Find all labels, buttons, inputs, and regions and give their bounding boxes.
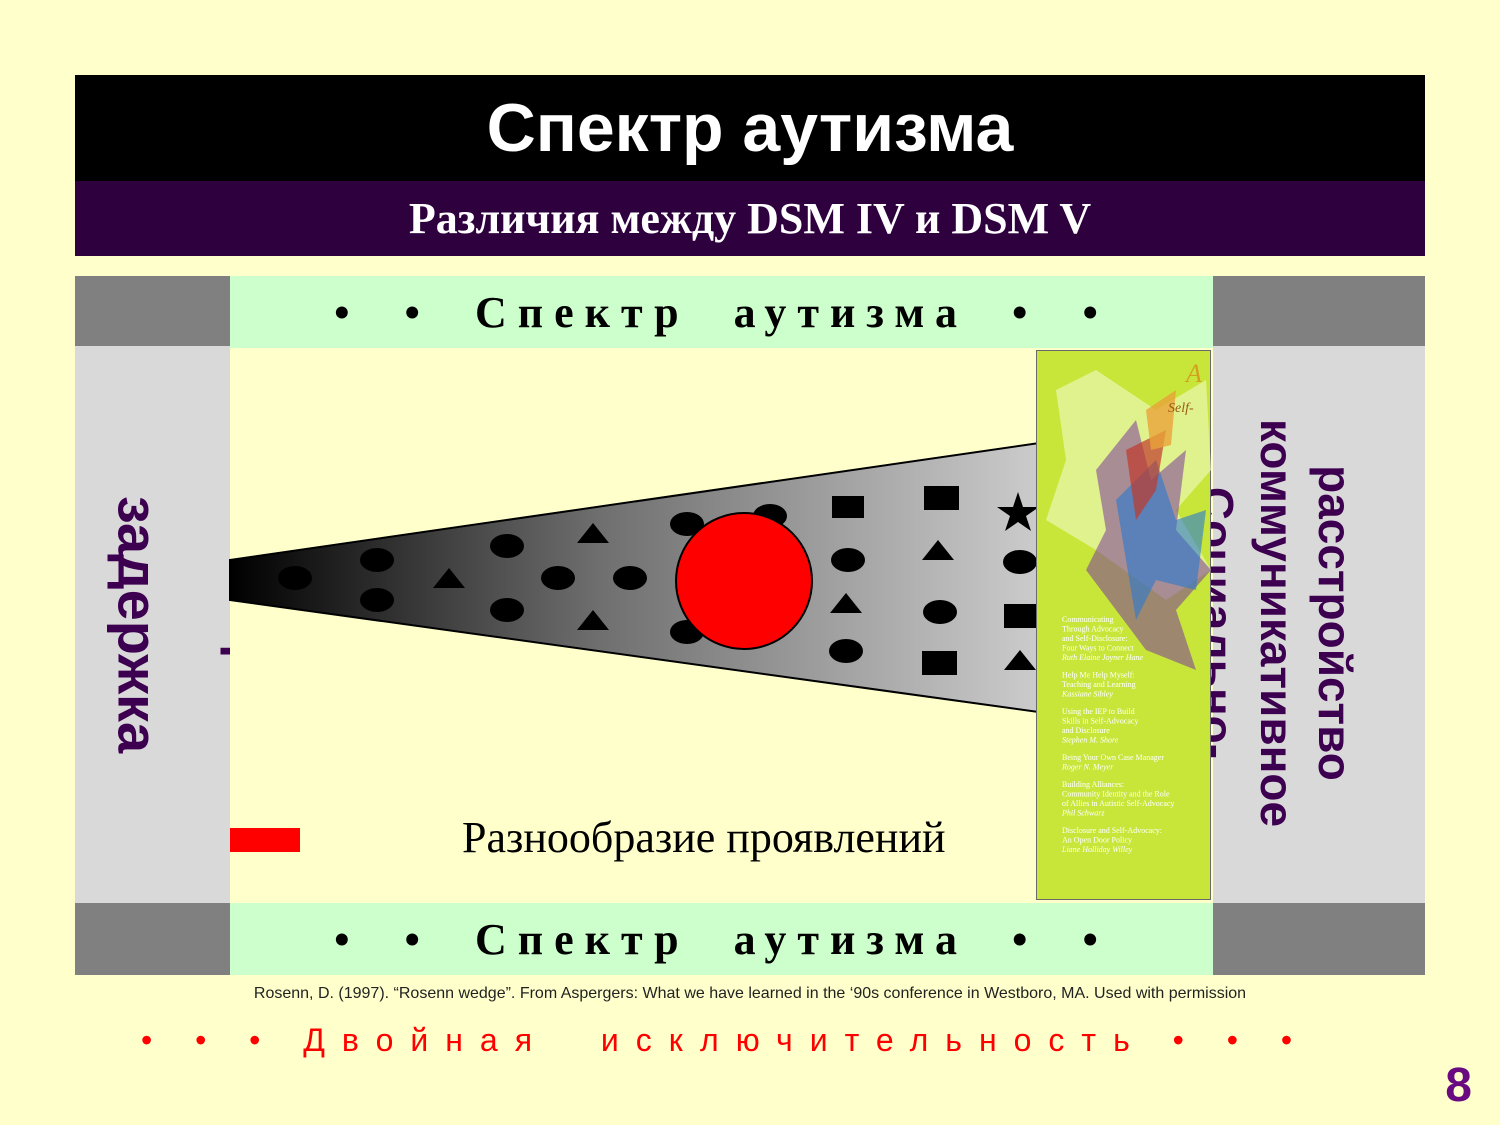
ellipse-mark [490,534,524,558]
book-art-orange [1146,390,1176,450]
book-contents-line: and Disclosure [1062,726,1110,735]
book-contents-line: and Self-Disclosure: [1062,634,1128,643]
ellipse-mark [541,566,575,590]
triangle-mark [830,593,862,613]
book-contents-line: Help Me Help Myself: [1062,671,1135,680]
ellipse-mark [278,566,312,590]
book-contents-line: Teaching and Learning [1062,680,1136,689]
ellipse-mark [670,512,704,536]
red-dash-marker [230,828,300,852]
band-bottom-label: • • Спектр аутизма • • [334,914,1109,964]
page-number: 8 [1445,1059,1472,1112]
triangle-mark [433,568,465,588]
corner-top-right [1213,276,1425,346]
corner-bottom-left [75,903,230,975]
triangle-mark [577,610,609,630]
book-contents-line: Roger N. Meyer [1061,763,1114,772]
book-contents-line: Being Your Own Case Manager [1062,753,1164,762]
square-mark [922,651,957,675]
title-bar: Спектр аутизма [75,75,1425,181]
book-contents-line: Liane Holliday Willey [1061,845,1133,854]
book-contents-line: Ruth Elaine Joyner Hane [1061,653,1144,662]
right-side-panel: расстройство коммуникативное Социально- [1191,346,1425,903]
book-contents-line: An Open Door Policy [1062,836,1132,845]
ellipse-mark [831,548,865,572]
square-mark [832,496,864,518]
book-contents-line: Community Identity and the Role [1062,790,1170,799]
ellipse-mark [923,600,957,624]
slide-subtitle: Различия между DSM IV и DSM V [408,194,1092,243]
book-contents-line: Disclosure and Self-Advocacy: [1062,826,1162,835]
highlight-circle [675,512,813,650]
triangle-mark [1004,650,1036,670]
triangle-mark [922,540,954,560]
book-contents-line: Skills in Self-Advocacy [1062,717,1138,726]
book-contents-line: Communicating [1062,615,1114,624]
star-mark [997,492,1039,531]
ellipse-mark [360,588,394,612]
book-contents-line: Through Advocacy [1062,625,1124,634]
footer-banner: • • • Двойная исключительность • • • [140,1022,1310,1058]
book-contents-line: Using the IEP to Build [1062,707,1135,716]
book-contents-line: of Allies in Autistic Self-Advocacy [1062,799,1174,808]
variety-label: Разнообразие проявлений [462,813,946,862]
corner-top-left [75,276,230,346]
book-art-red [1126,430,1166,520]
corner-bottom-right [1213,903,1425,975]
book-contents-line: Building Alliances: [1062,780,1124,789]
spectrum-band-bottom: • • Спектр аутизма • • [230,903,1213,975]
left-side-panel: задержка Общая [75,346,283,903]
triangle-mark [577,523,609,543]
ellipse-mark [360,548,394,572]
square-mark [924,486,959,510]
ellipse-mark [490,598,524,622]
square-mark [1004,604,1038,628]
book-contents-line: Kassiane Sibley [1061,690,1113,699]
book-contents-line: Stephen M. Shore [1062,736,1119,745]
book-contents-line: Phil Schwarz [1061,809,1105,818]
band-top-label: • • Спектр аутизма • • [334,287,1109,337]
citation: Rosenn, D. (1997). “Rosenn wedge”. From … [253,985,1247,1002]
book-contents-line: Four Ways to Connect [1062,644,1134,653]
spectrum-band-top: • • Спектр аутизма • • [230,276,1213,348]
book-title-fragment: A [1184,359,1202,388]
subtitle-bar: Различия между DSM IV и DSM V [75,181,1425,256]
ellipse-mark [1003,550,1037,574]
book-subtitle-fragment: Self- [1168,401,1194,416]
slide-title: Спектр аутизма [486,90,1014,166]
ellipse-mark [829,639,863,663]
ellipse-mark [613,566,647,590]
